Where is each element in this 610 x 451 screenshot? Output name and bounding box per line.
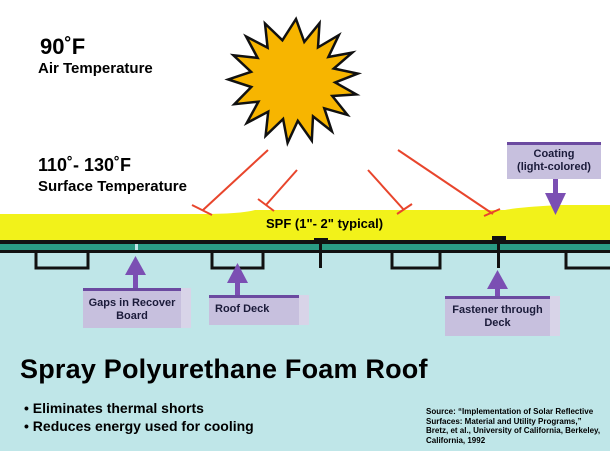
membrane-band	[0, 244, 610, 250]
callout-fastener-line1: Fastener through	[452, 304, 543, 316]
surface-temp-value: 110˚- 130˚F	[38, 155, 132, 175]
source-line2: Surfaces: Material and Utility Programs,…	[426, 416, 582, 426]
callout-coating-line1: Coating	[533, 148, 575, 160]
air-temp-value: 90˚F	[40, 34, 86, 59]
callout-gaps-line2: Board	[116, 310, 148, 322]
bullet-1: • Eliminates thermal shorts	[24, 400, 204, 416]
callout-roof-deck-text: Roof Deck	[215, 303, 270, 315]
spf-foam-layer	[0, 205, 610, 240]
source-line1: Source: “Implementation of Solar Reflect…	[426, 407, 594, 416]
callout-gaps: Gaps in Recover Board	[83, 288, 181, 328]
spf-layer-label: SPF (1"- 2" typical)	[266, 216, 384, 231]
deck-flute	[564, 253, 610, 270]
deck-flute	[390, 253, 442, 270]
callout-gaps-line1: Gaps in Recover	[88, 297, 176, 309]
source-line4: California, 1992	[426, 435, 486, 445]
callout-coating: Coating (light-colored)	[507, 142, 601, 179]
sun-icon	[224, 16, 363, 147]
bullet-2: • Reduces energy used for cooling	[24, 418, 254, 434]
callout-roof-deck: Roof Deck	[209, 295, 299, 325]
interior-area	[0, 250, 610, 451]
diagram-title: Spray Polyurethane Foam Roof	[20, 354, 428, 384]
callout-fastener: Fastener through Deck	[445, 296, 550, 336]
source-citation: Source: “Implementation of Solar Reflect…	[426, 407, 608, 445]
deck-flute	[34, 253, 90, 270]
top-deck-line	[0, 240, 610, 244]
callout-fastener-line2: Deck	[484, 317, 511, 329]
source-line3: Bretz, et al., University of California,…	[426, 426, 601, 435]
fastener-shank	[319, 243, 322, 268]
callout-arrows	[125, 170, 566, 302]
lower-deck-line	[0, 250, 610, 253]
fastener-plate	[314, 238, 328, 243]
fastener-plate	[492, 236, 506, 241]
air-temp-label: Air Temperature	[38, 60, 153, 77]
surface-temp-label: Surface Temperature	[38, 178, 187, 195]
sun-rays	[191, 149, 501, 217]
recover-board-gap	[135, 244, 138, 250]
fastener-shank	[497, 241, 500, 268]
callout-coating-line2: (light-colored)	[517, 161, 591, 173]
